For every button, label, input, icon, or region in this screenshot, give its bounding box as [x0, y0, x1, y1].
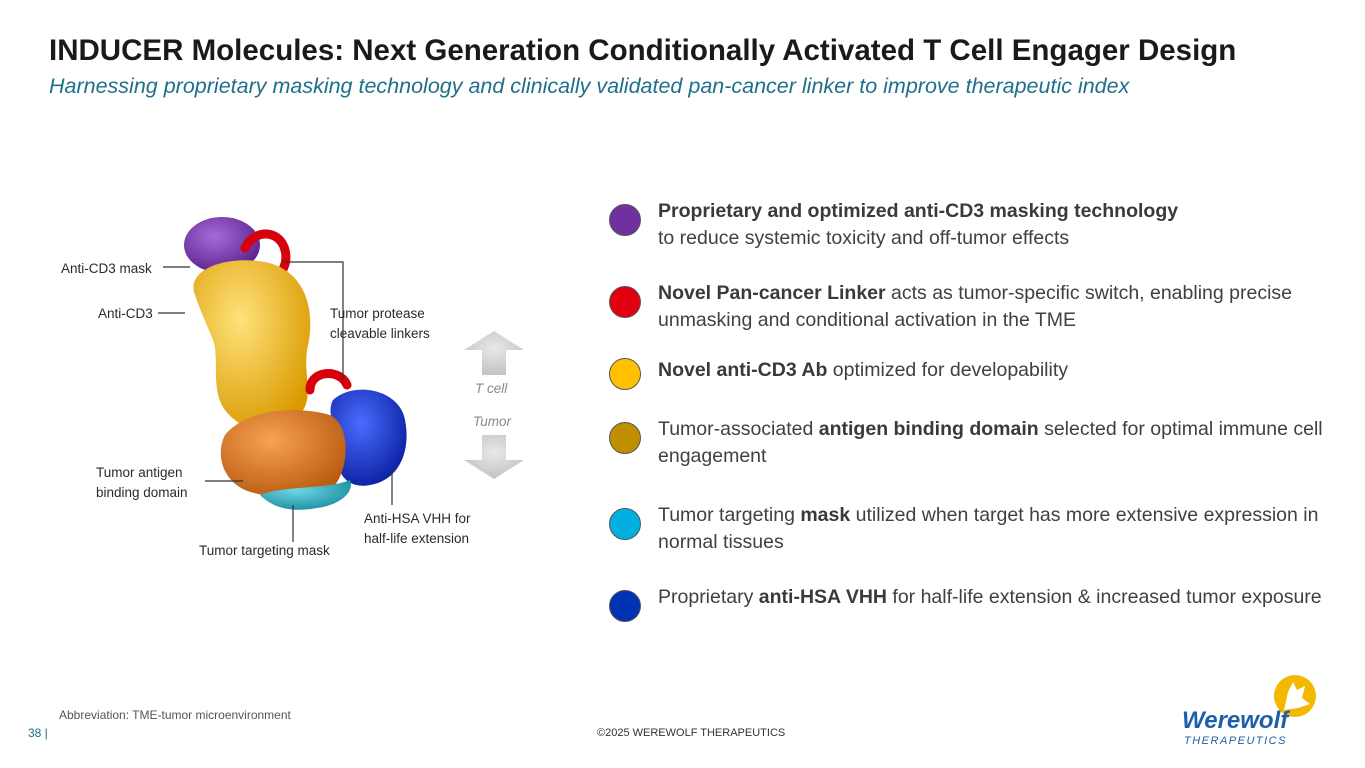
cyan-dot-icon: [609, 508, 641, 540]
label-t-cell: T cell: [475, 381, 508, 396]
molecule-illustration: [158, 217, 524, 542]
anti-cd3-shape: [193, 260, 311, 431]
label-anti-cd3: Anti-CD3: [98, 306, 153, 321]
legend-text: Tumor targeting mask utilized when targe…: [658, 504, 1319, 553]
legend-text: Novel anti-CD3 Ab optimized for developa…: [658, 359, 1069, 381]
gold-dot-icon: [609, 422, 641, 454]
werewolf-logo: Werewolf THERAPEUTICS: [1180, 672, 1330, 752]
label-targeting-mask: Tumor targeting mask: [199, 543, 330, 558]
blue-dot-icon: [609, 590, 641, 622]
label-anti-cd3-mask: Anti-CD3 mask: [61, 261, 152, 276]
linker-mid-shape: [305, 369, 352, 395]
leader-linkers: [283, 261, 344, 380]
down-arrow-icon: [464, 435, 524, 479]
werewolf-logo-icon: Werewolf THERAPEUTICS: [1182, 675, 1316, 747]
red-dot-icon: [609, 286, 641, 318]
molecule-diagram: Anti-CD3 mask Anti-CD3 Tumor protease cl…: [55, 200, 525, 570]
label-hsa-line2: half-life extension: [364, 531, 470, 546]
legend-text: Tumor-associated antigen binding domain …: [658, 418, 1323, 467]
legend-text: Novel Pan-cancer Linker acts as tumor-sp…: [658, 282, 1293, 331]
up-arrow-icon: [464, 331, 524, 375]
antigen-binding-domain-shape: [220, 410, 346, 497]
page-subtitle: Harnessing proprietary masking technolog…: [49, 74, 1130, 98]
label-antigen-line2: binding domain: [96, 485, 188, 500]
svg-text:THERAPEUTICS: THERAPEUTICS: [1184, 735, 1287, 747]
label-linkers-line1: Tumor protease: [330, 306, 425, 321]
purple-dot-icon: [609, 204, 641, 236]
page-title: INDUCER Molecules: Next Generation Condi…: [49, 34, 1237, 67]
anti-cd3-mask-shape: [184, 217, 260, 273]
label-tumor: Tumor: [473, 414, 512, 429]
yellow-dot-icon: [609, 358, 641, 390]
tumor-targeting-mask-shape: [260, 480, 351, 510]
copyright-notice: ©2025 WEREWOLF THERAPEUTICS: [597, 727, 786, 739]
svg-text:Werewolf: Werewolf: [1182, 707, 1290, 734]
page-number: 38 |: [28, 726, 48, 740]
legend-text: Proprietary anti-HSA VHH for half-life e…: [658, 586, 1322, 608]
anti-hsa-vhh-shape: [330, 389, 407, 486]
label-hsa-line1: Anti-HSA VHH for: [364, 511, 471, 526]
legend-text: Proprietary and optimized anti-CD3 maski…: [658, 200, 1179, 249]
abbreviation-footnote: Abbreviation: TME-tumor microenvironment: [59, 708, 291, 722]
label-antigen-line1: Tumor antigen: [96, 465, 183, 480]
label-linkers-line2: cleavable linkers: [330, 326, 430, 341]
